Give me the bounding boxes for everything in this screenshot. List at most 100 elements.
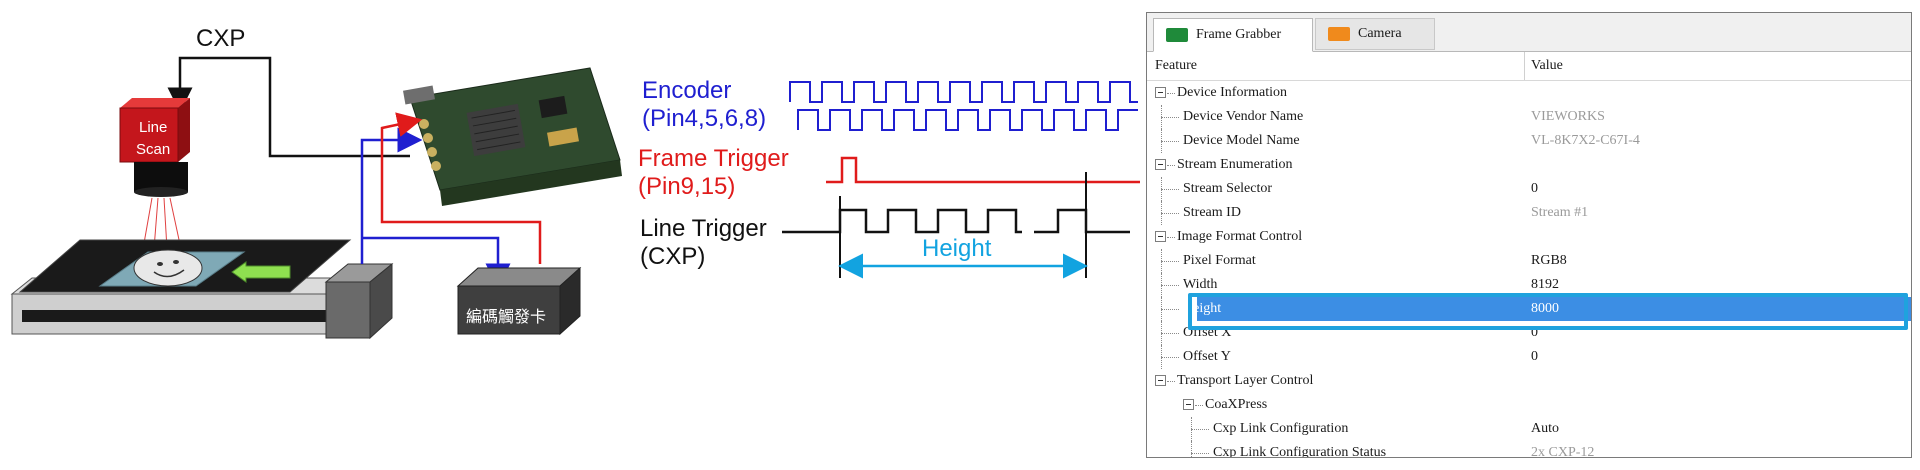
camera-icon	[1328, 27, 1350, 41]
feature-name: Cxp Link Configuration	[1213, 421, 1349, 436]
frame-grabber-icon	[1166, 28, 1188, 42]
encoder-cable	[360, 127, 511, 289]
tree-connector	[1161, 297, 1162, 321]
feature-row[interactable]: Height 8000	[1147, 297, 1911, 321]
tree-connector	[1161, 249, 1162, 273]
feature-name: Device Vendor Name	[1183, 109, 1304, 124]
tree-connector	[1161, 321, 1162, 345]
tree-connector	[1195, 405, 1203, 406]
tree-connector	[1161, 189, 1179, 190]
collapse-toggle-icon[interactable]	[1155, 375, 1166, 386]
tab-camera[interactable]: Camera	[1315, 18, 1435, 50]
feature-value[interactable]: 0	[1531, 349, 1538, 364]
line-trigger-label: Line Trigger	[640, 215, 767, 242]
tab-bar: Frame Grabber Camera	[1147, 13, 1911, 52]
tree-connector	[1167, 165, 1175, 166]
feature-name: Image Format Control	[1177, 229, 1303, 244]
feature-name: Stream Enumeration	[1177, 157, 1293, 172]
camera-label-line2: Scan	[136, 141, 170, 158]
motor-block	[324, 262, 394, 340]
frame-trigger-pins-label: (Pin9,15)	[638, 173, 735, 200]
tree-connector	[1161, 117, 1179, 118]
tab-frame-grabber[interactable]: Frame Grabber	[1153, 18, 1313, 52]
tab-camera-label: Camera	[1358, 26, 1402, 41]
feature-name: Cxp Link Configuration Status	[1213, 445, 1387, 458]
feature-value[interactable]: 8192	[1531, 277, 1559, 292]
tree-connector	[1191, 441, 1192, 457]
feature-row[interactable]: Device Model Name VL-8K7X2-C67I-4	[1147, 129, 1911, 153]
conveyor-stage	[10, 239, 362, 336]
height-row-highlight	[1188, 293, 1908, 330]
feature-value[interactable]: RGB8	[1531, 253, 1567, 268]
tree-connector	[1161, 285, 1179, 286]
camera-label-line1: Line	[139, 119, 167, 136]
line-trigger-source-label: (CXP)	[640, 243, 705, 270]
feature-name: Width	[1183, 277, 1218, 292]
tree-connector	[1161, 213, 1179, 214]
tree-group-row[interactable]: Transport Layer Control	[1147, 369, 1911, 393]
feature-value[interactable]: 0	[1531, 181, 1538, 196]
frame-grabber-board	[403, 67, 622, 206]
cxp-cable	[167, 56, 410, 158]
feature-name: Height	[1183, 301, 1222, 316]
tree-connector	[1161, 141, 1179, 142]
feature-tree-panel: Frame Grabber Camera Feature Value Devic…	[1146, 12, 1912, 458]
column-divider[interactable]	[1524, 52, 1525, 80]
line-scan-system-diagram: CXP Line Scan	[10, 25, 1140, 340]
frame-trigger-label: Frame Trigger	[638, 145, 789, 172]
collapse-toggle-icon[interactable]	[1155, 159, 1166, 170]
feature-row[interactable]: Cxp Link Configuration Status 2x CXP-12	[1147, 441, 1911, 458]
tree-connector	[1161, 201, 1162, 225]
feature-row[interactable]: Cxp Link Configuration Auto	[1147, 417, 1911, 441]
tree-connector	[1167, 93, 1175, 94]
encoder-card-label: 編碼觸發卡	[466, 307, 546, 326]
line-trigger-waveform-end	[1034, 208, 1130, 234]
tree-connector	[1191, 417, 1192, 441]
feature-value[interactable]: VL-8K7X2-C67I-4	[1531, 133, 1640, 148]
collapse-toggle-icon[interactable]	[1183, 399, 1194, 410]
feature-value[interactable]: Auto	[1531, 421, 1559, 436]
encoder-pins-label: (Pin4,5,6,8)	[642, 105, 766, 132]
tree-connector	[1167, 237, 1175, 238]
line-trigger-waveform	[782, 208, 1022, 234]
tree-connector	[1191, 453, 1209, 454]
collapse-toggle-icon[interactable]	[1155, 87, 1166, 98]
feature-column-header[interactable]: Feature	[1155, 58, 1197, 73]
encoder-waveform-a	[789, 81, 1138, 103]
feature-value[interactable]: 8000	[1531, 301, 1559, 316]
tree-connector	[1161, 357, 1179, 358]
feature-value[interactable]: 2x CXP-12	[1531, 445, 1595, 458]
height-label: Height	[922, 235, 992, 262]
feature-name: Transport Layer Control	[1177, 373, 1314, 388]
feature-name: Device Information	[1177, 85, 1288, 100]
tree-connector	[1161, 345, 1162, 369]
tree-group-row[interactable]: Image Format Control	[1147, 225, 1911, 249]
tab-frame-grabber-label: Frame Grabber	[1196, 27, 1282, 42]
tree-connector	[1161, 273, 1162, 297]
feature-name: Stream Selector	[1183, 181, 1273, 196]
feature-value[interactable]: Stream #1	[1531, 205, 1589, 220]
feature-name: Stream ID	[1183, 205, 1241, 220]
tree-connector	[1167, 381, 1175, 382]
encoder-waveform-b	[797, 109, 1138, 131]
feature-value[interactable]: VIEWORKS	[1531, 109, 1605, 124]
tree-connector	[1161, 129, 1162, 153]
frame-trigger-waveform	[826, 156, 1140, 184]
collapse-toggle-icon[interactable]	[1155, 231, 1166, 242]
feature-value[interactable]: 0	[1531, 325, 1538, 340]
feature-row[interactable]: Width 8192	[1147, 273, 1911, 297]
feature-name: Device Model Name	[1183, 133, 1300, 148]
tree-group-row[interactable]: Stream Enumeration	[1147, 153, 1911, 177]
feature-name: CoaXPress	[1205, 397, 1268, 412]
tree-connector	[1161, 333, 1179, 334]
tree-connector	[1161, 309, 1179, 310]
feature-row[interactable]: Stream ID Stream #1	[1147, 201, 1911, 225]
feature-row[interactable]: Stream Selector 0	[1147, 177, 1911, 201]
feature-row[interactable]: Device Vendor Name VIEWORKS	[1147, 105, 1911, 129]
value-column-header[interactable]: Value	[1531, 58, 1563, 73]
tree-group-row[interactable]: Device Information	[1147, 81, 1911, 105]
tree-group-row[interactable]: CoaXPress	[1147, 393, 1911, 417]
